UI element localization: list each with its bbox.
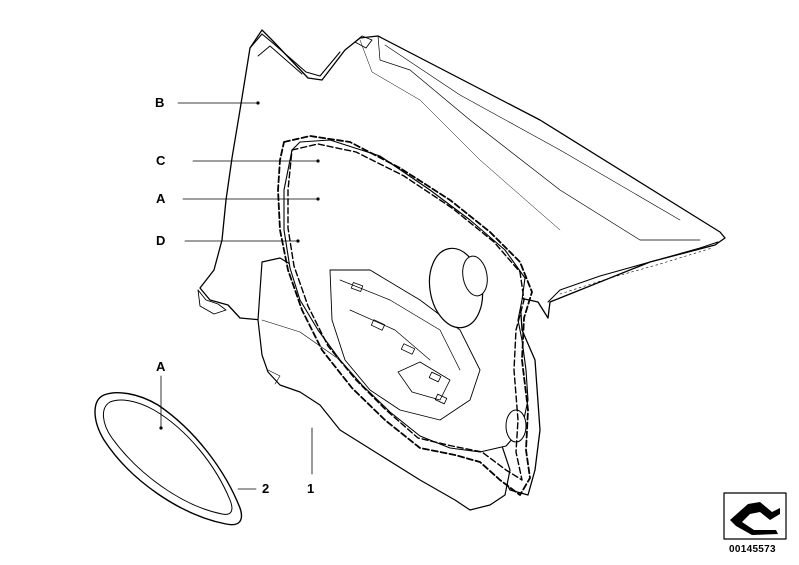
- callout-C: C: [156, 153, 166, 168]
- leader-lines: [159, 101, 320, 490]
- callout-A-upper: A: [156, 191, 166, 206]
- callout-item-1: 1: [307, 481, 315, 496]
- callout-item-2: 2: [262, 481, 270, 496]
- loose-trim-piece: [94, 392, 243, 526]
- seal-outline: [277, 135, 533, 496]
- diagram-number: 00145573: [729, 544, 776, 555]
- callout-A-lower: A: [156, 359, 166, 374]
- catalog-logo-icon: [723, 492, 787, 540]
- speaker-opening: [283, 139, 529, 453]
- callout-D: D: [156, 233, 166, 248]
- callout-B: B: [155, 95, 165, 110]
